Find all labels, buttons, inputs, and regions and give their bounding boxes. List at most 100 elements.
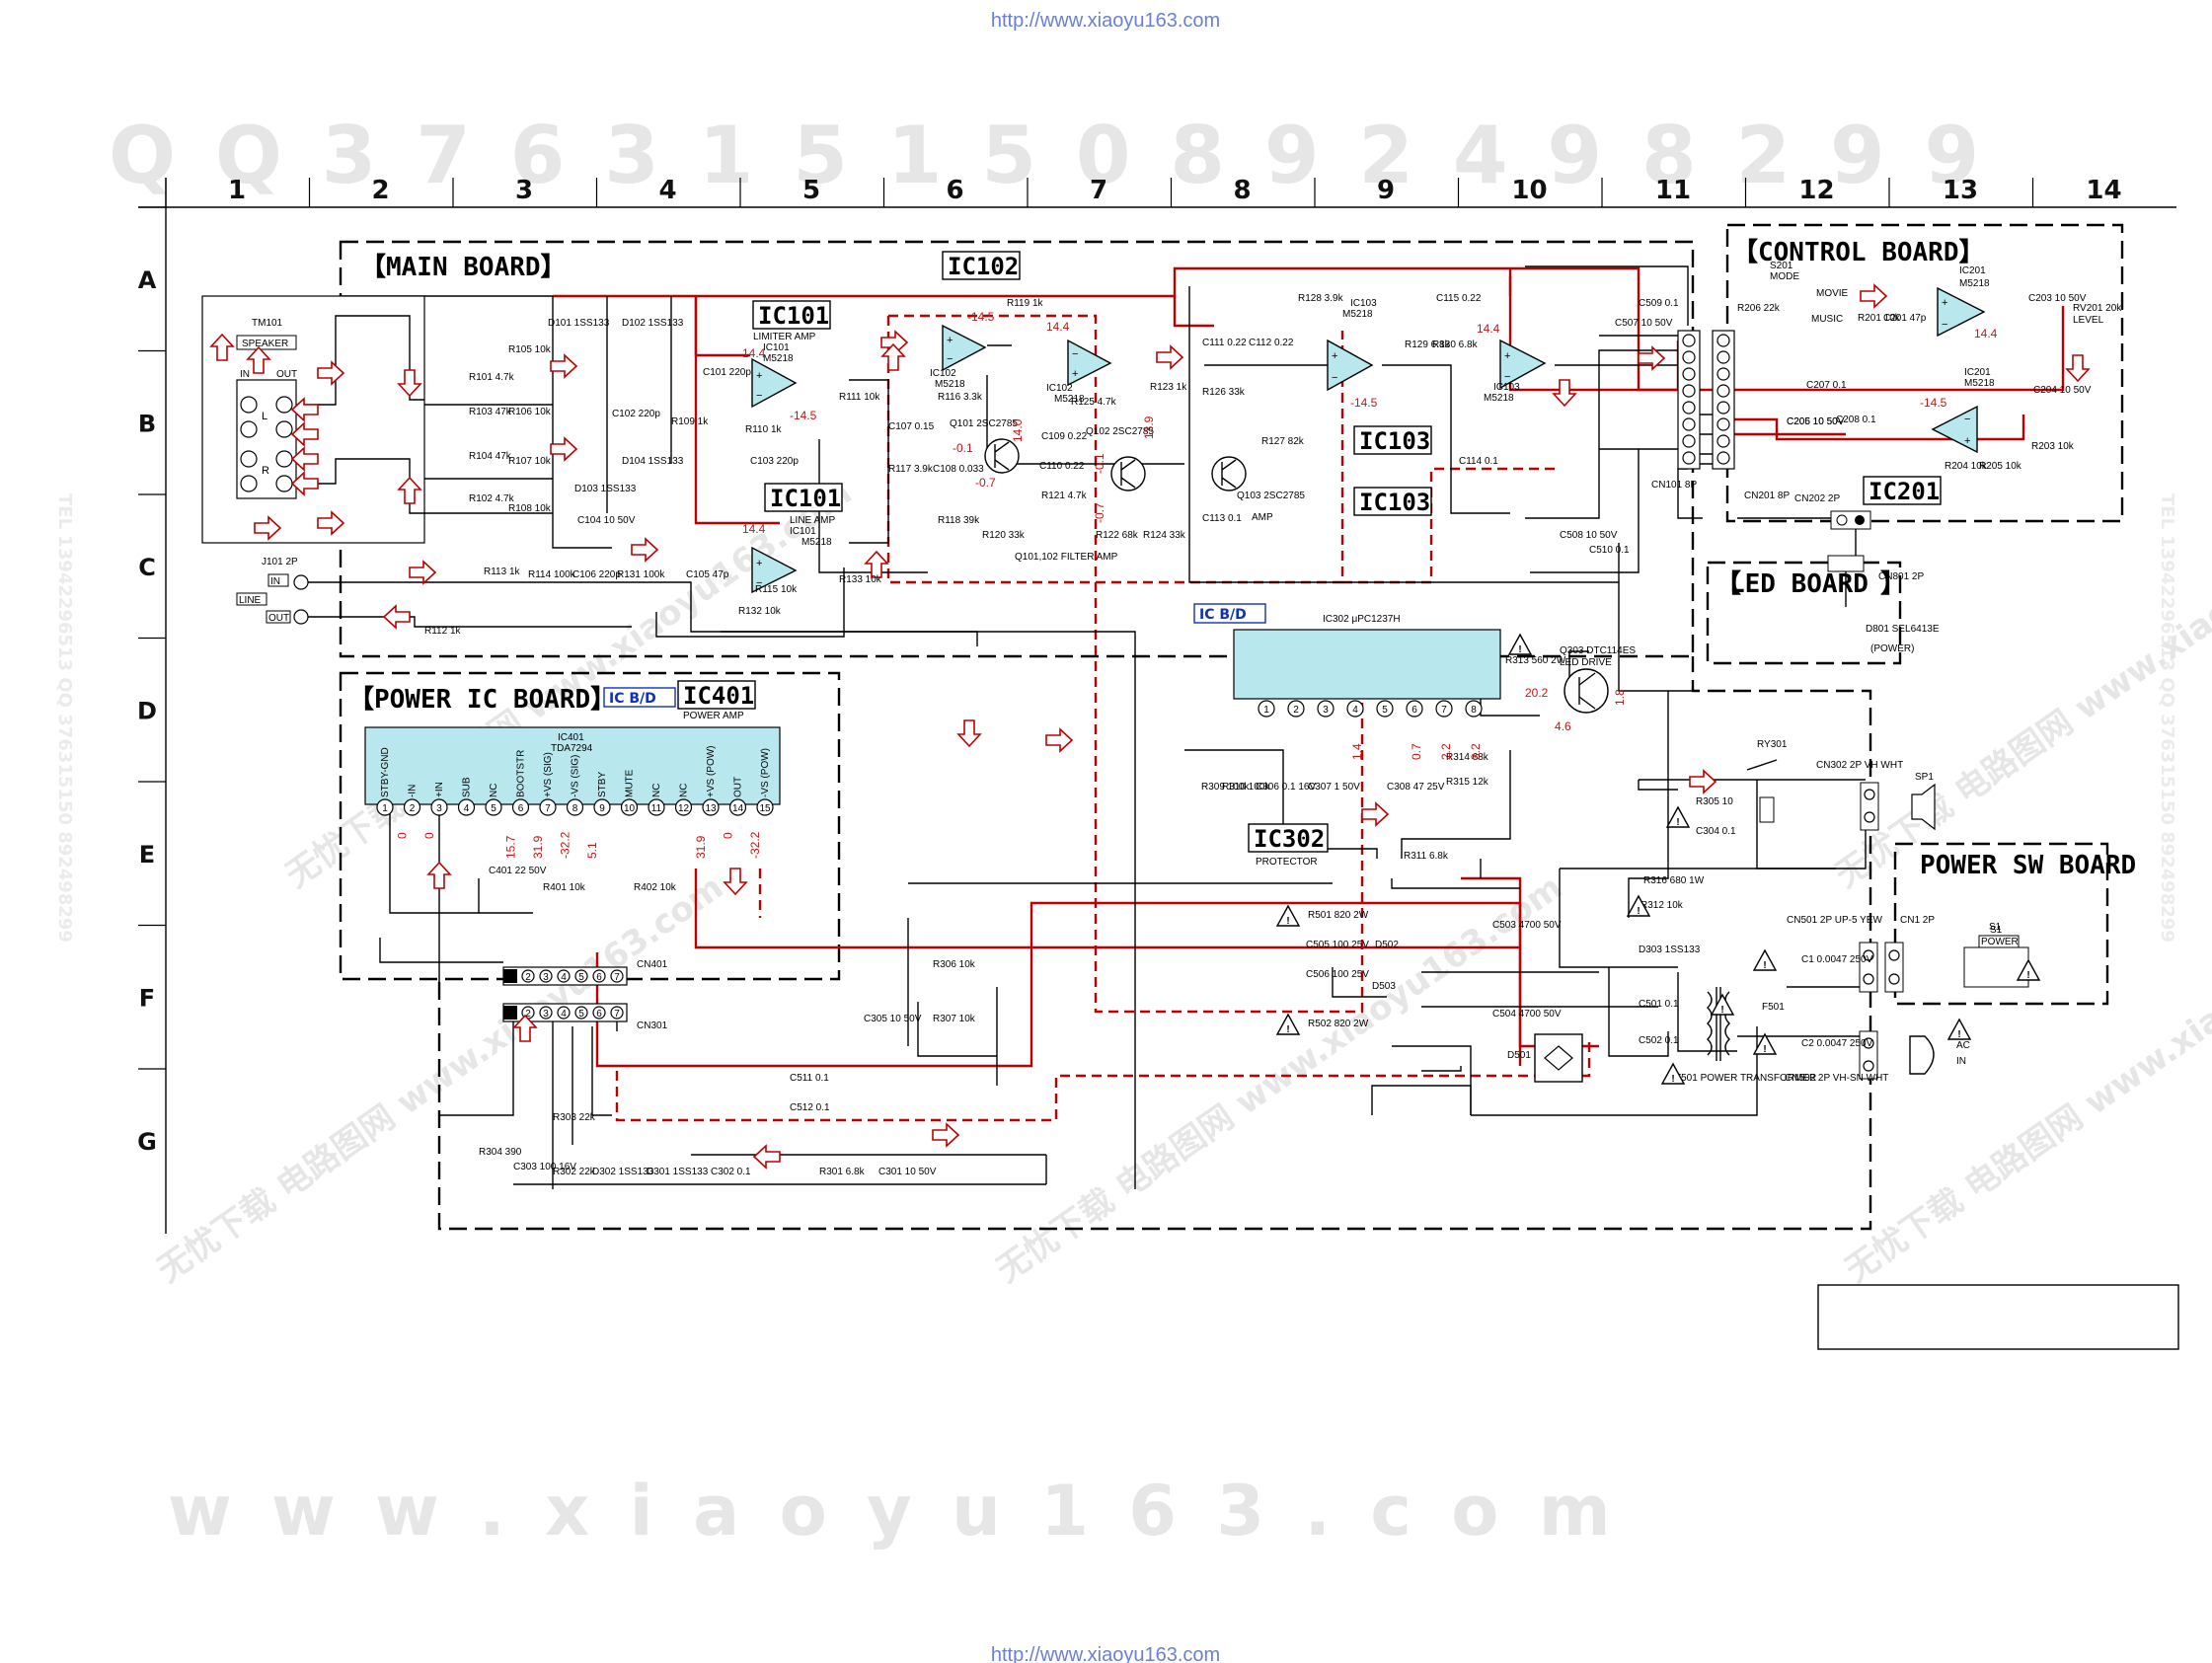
label-c507: C507 10 50V	[1615, 318, 1673, 329]
signal-arrow-down	[723, 868, 748, 896]
signal-arrow-right	[550, 353, 578, 379]
svg-text:+: +	[1332, 350, 1337, 362]
header-url[interactable]: http://www.xiaoyu163.com	[991, 10, 1220, 32]
label-r118: R118 39k	[938, 515, 980, 526]
label-c508: C508 10 50V	[1560, 530, 1618, 541]
label-c303: C303 100 16V	[513, 1162, 576, 1172]
opamp-ic101-line: +−	[751, 546, 798, 594]
label-r116: R116 3.3k	[938, 392, 983, 403]
label-d302: D302 1SS133	[592, 1167, 654, 1177]
ic302-voltage: 1.4	[1350, 743, 1364, 760]
svg-text:IC401: IC401	[558, 732, 584, 743]
signal-arrow-up	[512, 1014, 538, 1042]
svg-text:5: 5	[491, 803, 496, 814]
label-r314: R314 68k	[1446, 752, 1489, 763]
ic-captions: LIMITER AMP IC101 M5218 LINE AMP IC101 M…	[551, 265, 1995, 868]
label-r127: R127 82k	[1261, 436, 1305, 447]
warning-icon	[1507, 633, 1533, 655]
ic401-pin	[539, 798, 557, 816]
svg-text:14.4: 14.4	[742, 346, 766, 360]
svg-text:-0.7: -0.7	[1093, 502, 1106, 523]
ic401-pin	[674, 798, 693, 816]
svg-text:7: 7	[1441, 705, 1447, 716]
voltage-labels: 14.4 -14.5 14.4 -14.5 14.4 -14.5 14.4 14…	[742, 310, 1998, 733]
label-c101: C101 220p	[703, 367, 751, 378]
svg-text:CN301: CN301	[637, 1020, 668, 1031]
opamp-ic201-b: −+	[1931, 405, 1978, 454]
footer-url[interactable]: http://www.xiaoyu163.com	[991, 1644, 1220, 1663]
svg-text:M5218: M5218	[801, 537, 832, 548]
label-s201_lbl: MODE	[1770, 271, 1799, 282]
label-c306: C306 0.1 16V	[1256, 782, 1316, 793]
label-r126: R126 33k	[1202, 387, 1246, 398]
label-s1: S1	[1989, 922, 2002, 933]
cn202-connector: CN202 2P	[1794, 493, 1871, 530]
svg-text:!: !	[1637, 906, 1640, 917]
signal-arrow-up	[397, 476, 422, 504]
column-label-1: 1	[228, 176, 246, 205]
label-d101: D101 1SS133	[548, 318, 610, 329]
svg-text:M5218: M5218	[1959, 278, 1990, 289]
ic401-tag: IC401	[683, 682, 754, 710]
sp1-speaker: SP1	[1911, 772, 1936, 831]
column-label-6: 6	[946, 176, 963, 205]
signal-arrows	[209, 283, 2091, 1170]
transistor-q303	[1564, 668, 1609, 714]
ic401-voltage: 0	[422, 832, 436, 839]
opamp-ic102-b: −+	[1067, 339, 1112, 387]
svg-text:M5218: M5218	[1484, 393, 1514, 404]
svg-text:L: L	[262, 411, 267, 422]
label-c509: C509 0.1	[1639, 298, 1679, 309]
signal-arrow-up	[864, 550, 889, 578]
signal-arrow-up	[426, 861, 452, 889]
svg-text:CN1 2P: CN1 2P	[1900, 915, 1935, 926]
svg-text:-14.5: -14.5	[790, 409, 817, 422]
signal-arrow-right	[1156, 344, 1184, 370]
label-c111: C111 0.22	[1202, 338, 1247, 348]
svg-text:2: 2	[525, 972, 531, 983]
label-r111: R111 10k	[839, 392, 880, 403]
svg-text:+: +	[1072, 368, 1078, 380]
label-c305: C305 10 50V	[864, 1014, 922, 1024]
main-board-title: 【MAIN BOARD】	[360, 253, 567, 282]
label-c204: C204 10 50V	[2033, 385, 2092, 396]
label-r201: R201 10k	[1858, 313, 1901, 324]
label-c502: C502 0.1	[1639, 1035, 1679, 1046]
ic401-pin	[728, 798, 747, 816]
svg-text:M5218: M5218	[935, 379, 965, 390]
label-r128: R128 3.9k	[1298, 293, 1344, 304]
svg-text:-14.5: -14.5	[1350, 396, 1378, 410]
svg-text:13: 13	[705, 803, 717, 814]
svg-text:M5218: M5218	[1054, 394, 1085, 405]
svg-text:IC102: IC102	[1046, 383, 1073, 394]
svg-text:POWER AMP: POWER AMP	[683, 711, 744, 721]
warning-icon	[1275, 1013, 1301, 1035]
label-r304: R304 390	[479, 1147, 522, 1158]
ic401-pin-name: SUB	[462, 777, 473, 797]
svg-text:6: 6	[1411, 705, 1417, 716]
ic401-pin-name: -VS (SIG)	[571, 755, 581, 797]
svg-text:14.4: 14.4	[1974, 327, 1998, 340]
label-r109: R109 1k	[671, 416, 709, 427]
transistor-q102	[1110, 456, 1146, 491]
label-d801_lbl: (POWER)	[1870, 643, 1914, 654]
svg-text:OUT: OUT	[268, 613, 289, 624]
label-d103: D103 1SS133	[574, 484, 637, 494]
opamp-ic103-a: +−	[1327, 339, 1374, 392]
watermark-diag-5: 无忧下载 电路图网 www.xiaoyu163.com	[1828, 473, 2212, 895]
ic401-pin-name: STBY-GND	[380, 747, 391, 797]
ic-bd-tag-1: IC B/D	[609, 691, 656, 707]
label-d104: D104 1SS133	[622, 456, 684, 467]
svg-text:4.6: 4.6	[1555, 719, 1571, 733]
label-d503: D503	[1372, 981, 1396, 992]
svg-text:7: 7	[614, 1009, 620, 1020]
ic401-pin	[457, 798, 476, 816]
ic302-pin	[1258, 700, 1275, 718]
label-r316: R316 680 1W	[1643, 875, 1705, 886]
svg-text:-14.5: -14.5	[1920, 396, 1947, 410]
column-label-3: 3	[515, 176, 533, 205]
ic-bd-tag-2: IC B/D	[1199, 607, 1247, 623]
warning-icon	[1752, 1032, 1778, 1055]
ic401-pin-name: OUT	[733, 777, 744, 797]
